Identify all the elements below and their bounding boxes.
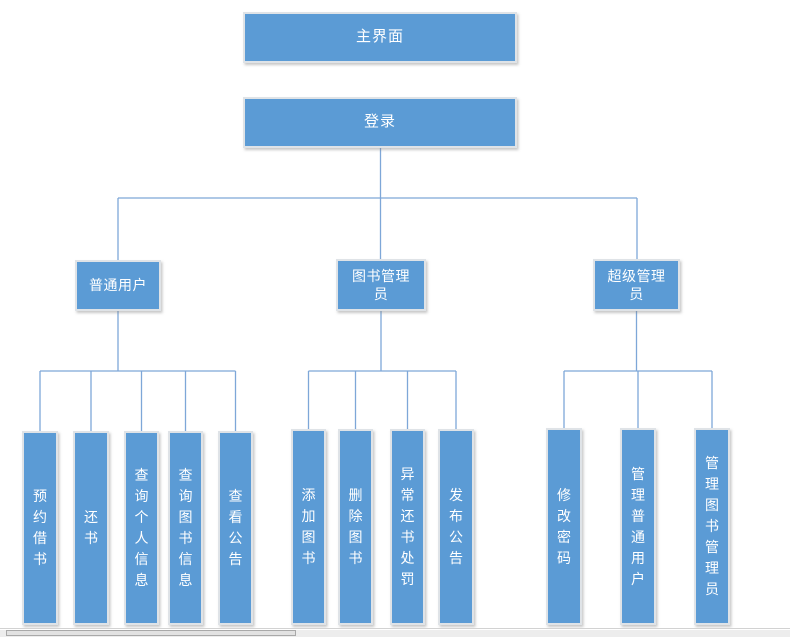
node-manage-book-admins-label: 管理图书管理员 bbox=[705, 455, 719, 597]
node-abnormal-return-penalty: 异常还书处罚 bbox=[390, 429, 425, 625]
node-super-admin: 超级管理 员 bbox=[593, 259, 680, 311]
node-add-book-label: 添加图书 bbox=[301, 487, 316, 566]
node-manage-normal-users-label: 管理普通用户 bbox=[631, 465, 645, 587]
node-delete-book: 删除图书 bbox=[338, 429, 373, 625]
horizontal-scrollbar-thumb[interactable] bbox=[6, 630, 296, 636]
node-book-admin-label: 图书管理 员 bbox=[352, 267, 410, 302]
node-view-announcements: 查看公告 bbox=[218, 431, 253, 625]
node-main-interface-label: 主界面 bbox=[355, 28, 404, 46]
node-manage-normal-users: 管理普通用户 bbox=[620, 428, 656, 625]
node-delete-book-label: 删除图书 bbox=[348, 487, 363, 566]
node-abnormal-return-penalty-label: 异常还书处罚 bbox=[400, 466, 415, 587]
node-publish-announcement-label: 发布公告 bbox=[449, 487, 463, 566]
node-reserve-borrow-book-label: 预约借书 bbox=[33, 488, 47, 567]
node-publish-announcement: 发布公告 bbox=[438, 429, 474, 625]
node-change-password-label: 修改密码 bbox=[557, 486, 571, 566]
horizontal-scrollbar[interactable] bbox=[0, 630, 790, 637]
node-reserve-borrow-book: 预约借书 bbox=[22, 431, 58, 625]
node-super-admin-label: 超级管理 员 bbox=[607, 267, 666, 302]
node-view-announcements-label: 查看公告 bbox=[228, 488, 243, 567]
node-book-admin: 图书管理 员 bbox=[336, 259, 426, 311]
node-return-book-label: 还书 bbox=[84, 509, 98, 546]
node-add-book: 添加图书 bbox=[291, 429, 326, 625]
node-query-book-info: 查询图书信息 bbox=[168, 431, 203, 625]
node-return-book: 还书 bbox=[73, 431, 109, 625]
node-query-personal-info: 查询个人信息 bbox=[124, 431, 159, 625]
node-query-book-info-label: 查询图书信息 bbox=[178, 467, 193, 588]
node-main-interface: 主界面 bbox=[243, 12, 517, 63]
node-manage-book-admins: 管理图书管理员 bbox=[694, 428, 730, 625]
node-query-personal-info-label: 查询个人信息 bbox=[134, 467, 149, 588]
node-login: 登录 bbox=[243, 97, 517, 148]
node-login-label: 登录 bbox=[363, 113, 396, 131]
page-bottom-border bbox=[0, 628, 790, 629]
node-normal-user: 普通用户 bbox=[75, 260, 161, 311]
node-normal-user-label: 普通用户 bbox=[89, 277, 147, 294]
node-change-password: 修改密码 bbox=[546, 428, 582, 625]
